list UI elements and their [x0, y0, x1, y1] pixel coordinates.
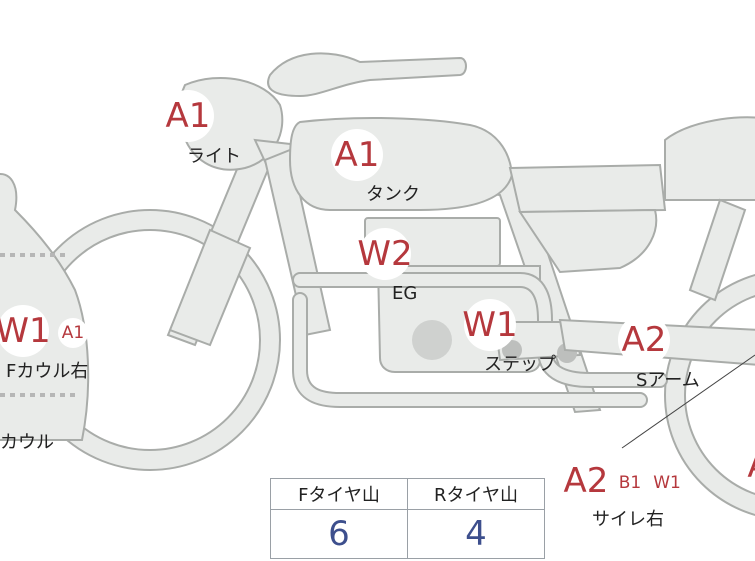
label-light: ライト	[187, 146, 241, 167]
label-tank: タンク	[366, 184, 420, 205]
badge-swingarm: A2	[618, 314, 670, 366]
side-cover	[518, 208, 658, 274]
badge-tank: A1	[331, 129, 383, 181]
front-tyre-value: 6	[270, 509, 408, 559]
label-side-right: サイレ右	[592, 509, 664, 530]
front-tyre-header: Fタイヤ山	[270, 478, 408, 510]
front-cowl	[0, 173, 90, 441]
label-cowl-right: Fカウル右	[6, 361, 89, 382]
handlebar	[267, 52, 467, 98]
badge-edge-right: A	[733, 440, 755, 492]
badge-side-a2: A2	[560, 455, 612, 507]
tyre-tread-table: Fタイヤ山 Rタイヤ山 6 4	[270, 478, 545, 559]
badge-cowl-right-a: A1	[58, 318, 88, 348]
label-engine: EG	[392, 283, 418, 304]
label-swingarm: Sアーム	[636, 370, 700, 391]
badge-step: W1	[462, 299, 518, 351]
badge-cowl-right-w: W1	[0, 305, 51, 357]
label-cowl: カウル	[0, 432, 54, 453]
badge-light: A1	[162, 90, 214, 142]
label-step: ステップ	[484, 354, 556, 375]
rear-tyre-header: Rタイヤ山	[407, 478, 545, 510]
badge-engine: W2	[357, 228, 413, 280]
leader-line	[621, 354, 755, 449]
rear-wheel	[664, 273, 755, 517]
seat	[508, 163, 667, 214]
badge-side-w1: W1	[652, 468, 682, 498]
badge-side-b1: B1	[615, 468, 645, 498]
rear-tyre-value: 4	[407, 509, 545, 559]
